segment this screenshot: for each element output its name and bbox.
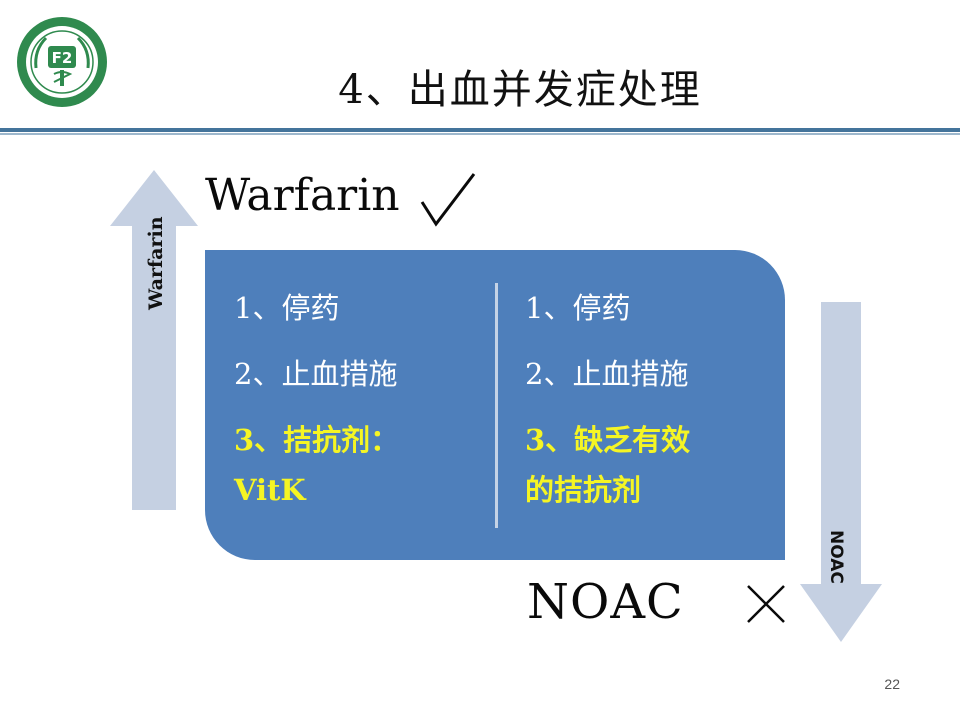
warfarin-antagonist-line2: VitK	[234, 465, 474, 515]
warfarin-item-antagonist: 3、拮抗剂： VitK	[234, 415, 474, 515]
up-arrow-label: Warfarin	[140, 250, 172, 310]
warfarin-heading: Warfarin	[205, 166, 400, 226]
warfarin-item-stop: 1、停药	[234, 283, 474, 339]
down-arrow-label: NOAC	[823, 530, 849, 610]
noac-antagonist-line1: 3、缺乏有效	[525, 415, 765, 465]
page-number: 22	[884, 676, 900, 692]
panel-divider	[495, 283, 498, 528]
noac-item-antagonist: 3、缺乏有效 的拮抗剂	[525, 415, 765, 515]
cross-icon	[744, 582, 788, 626]
warfarin-antagonist-line1: 3、拮抗剂：	[234, 415, 474, 465]
noac-item-hemostasis: 2、止血措施	[525, 349, 765, 405]
warfarin-column: 1、停药 2、止血措施 3、拮抗剂： VitK	[234, 283, 474, 525]
hospital-logo-icon: F2	[16, 16, 108, 108]
slide-title: 4、出血并发症处理	[220, 60, 820, 120]
header-divider-light	[0, 133, 960, 135]
noac-item-stop: 1、停药	[525, 283, 765, 339]
noac-antagonist-line2: 的拮抗剂	[525, 465, 765, 515]
header-divider	[0, 128, 960, 132]
noac-column: 1、停药 2、止血措施 3、缺乏有效 的拮抗剂	[525, 283, 765, 525]
noac-heading: NOAC	[527, 572, 684, 632]
warfarin-item-hemostasis: 2、止血措施	[234, 349, 474, 405]
svg-text:F2: F2	[52, 49, 73, 67]
check-icon	[418, 172, 478, 228]
